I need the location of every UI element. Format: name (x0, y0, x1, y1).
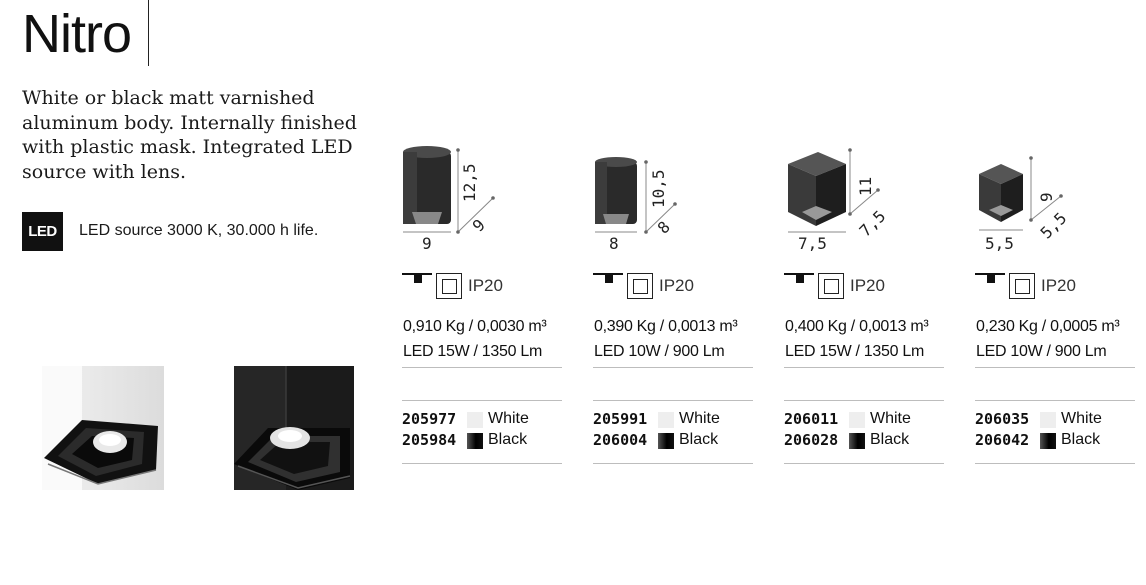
feature-icons: IP20 (784, 271, 944, 301)
black-fixture-photo (228, 366, 358, 496)
description-line: White or black matt varnished (22, 87, 315, 109)
ip-rating: IP20 (659, 276, 694, 295)
led-power: LED 10W / 900 Lm (594, 343, 725, 360)
weight-volume: 0,400 Kg / 0,0013 m³ (785, 318, 929, 335)
product-code: 206028 (784, 431, 839, 449)
code-row-white: 206035 White (975, 410, 1135, 430)
product-description: White or black matt varnished aluminum b… (22, 86, 382, 184)
description-line: source with lens. (22, 160, 187, 183)
ceiling-mount-icon (784, 273, 814, 283)
ceiling-mount-icon (402, 273, 432, 283)
code-row-black: 206004 Black (593, 431, 753, 451)
square-fixture-drawing (975, 140, 1135, 260)
product-code: 205984 (402, 431, 457, 449)
indoor-square-icon (1009, 273, 1035, 299)
ceiling-mount-icon (975, 273, 1005, 283)
white-swatch-icon (658, 412, 674, 428)
divider (593, 367, 753, 368)
ip-rating: IP20 (850, 276, 885, 295)
divider (402, 463, 562, 464)
dimension-width: 9 (422, 234, 432, 253)
ip-rating: IP20 (1041, 276, 1076, 295)
black-swatch-icon (849, 433, 865, 449)
dimension-height: 9 (1037, 192, 1056, 202)
color-name: Black (1061, 431, 1101, 448)
divider (784, 367, 944, 368)
led-power: LED 10W / 900 Lm (976, 343, 1107, 360)
led-power: LED 15W / 1350 Lm (785, 343, 924, 360)
weight-volume: 0,910 Kg / 0,0030 m³ (403, 318, 547, 335)
divider (975, 400, 1135, 401)
title-divider (148, 0, 149, 66)
dimension-width: 5,5 (985, 234, 1014, 253)
color-name: Black (488, 431, 528, 448)
dimension-height: 11 (856, 176, 875, 196)
divider (975, 463, 1135, 464)
product-title: Nitro (22, 4, 132, 64)
ip-rating: IP20 (468, 276, 503, 295)
indoor-square-icon (627, 273, 653, 299)
feature-icons: IP20 (402, 271, 562, 301)
dimension-height: 10,5 (649, 169, 668, 208)
weight-volume: 0,390 Kg / 0,0013 m³ (594, 318, 738, 335)
feature-icons: IP20 (593, 271, 753, 301)
code-row-white: 206011 White (784, 410, 944, 430)
led-power: LED 15W / 1350 Lm (403, 343, 542, 360)
product-code: 206042 (975, 431, 1030, 449)
dimension-width: 8 (609, 234, 619, 253)
white-swatch-icon (1040, 412, 1056, 428)
code-row-black: 206028 Black (784, 431, 944, 451)
product-code: 205977 (402, 410, 457, 428)
color-name: Black (679, 431, 719, 448)
indoor-square-icon (818, 273, 844, 299)
code-row-black: 205984 Black (402, 431, 562, 451)
description-line: aluminum body. Internally finished (22, 111, 357, 134)
color-name: White (870, 410, 911, 427)
led-source-info: LED source 3000 K, 30.000 h life. (79, 222, 319, 239)
dimension-width: 7,5 (798, 234, 827, 253)
color-name: White (679, 410, 720, 427)
round-fixture-drawing (593, 140, 753, 260)
weight-volume: 0,230 Kg / 0,0005 m³ (976, 318, 1120, 335)
color-name: White (1061, 410, 1102, 427)
code-row-black: 206042 Black (975, 431, 1135, 451)
square-fixture-drawing (784, 140, 944, 260)
white-swatch-icon (467, 412, 483, 428)
divider (593, 400, 753, 401)
divider (975, 367, 1135, 368)
color-name: Black (870, 431, 910, 448)
product-code: 206011 (784, 410, 839, 428)
color-name: White (488, 410, 529, 427)
divider (402, 400, 562, 401)
dimension-height: 12,5 (460, 163, 479, 202)
divider (402, 367, 562, 368)
black-swatch-icon (1040, 433, 1056, 449)
black-swatch-icon (467, 433, 483, 449)
description-line: with plastic mask. Integrated LED (22, 136, 353, 158)
led-badge-icon: LED (22, 212, 63, 251)
white-swatch-icon (849, 412, 865, 428)
divider (593, 463, 753, 464)
product-code: 206035 (975, 410, 1030, 428)
feature-icons: IP20 (975, 271, 1135, 301)
divider (784, 400, 944, 401)
code-row-white: 205991 White (593, 410, 753, 430)
indoor-square-icon (436, 273, 462, 299)
round-fixture-drawing (402, 140, 562, 260)
product-code: 205991 (593, 410, 648, 428)
product-code: 206004 (593, 431, 648, 449)
black-swatch-icon (658, 433, 674, 449)
divider (784, 463, 944, 464)
ceiling-mount-icon (593, 273, 623, 283)
white-fixture-photo (38, 366, 168, 496)
code-row-white: 205977 White (402, 410, 562, 430)
